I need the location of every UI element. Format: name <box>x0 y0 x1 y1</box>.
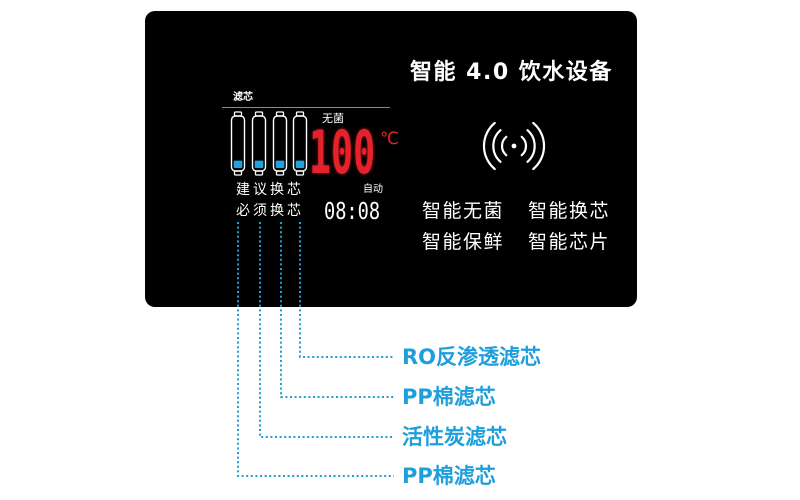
temperature-unit: ℃ <box>380 129 400 149</box>
clock-display: 08:08 <box>324 199 381 225</box>
filter-notice-replace-advised: 建议换芯 <box>236 182 304 198</box>
nfc-arc-left-inner <box>500 135 508 157</box>
filter-notice-replace-required: 必须换芯 <box>236 203 304 219</box>
temperature-value: 100 <box>309 118 376 188</box>
filter-cartridge-icon <box>292 111 308 176</box>
filter-cap-bottom <box>254 170 264 176</box>
filter-cartridge-icon <box>251 111 267 176</box>
callout-label-ro-filter: RO反渗透滤芯 <box>402 345 542 369</box>
mode-indicator: 自动 <box>363 184 383 195</box>
nfc-arc-left-middle <box>492 129 502 163</box>
filter-level-fill <box>275 160 285 168</box>
filter-cartridge-icon <box>272 111 288 176</box>
callout-label-carbon-filter: 活性炭滤芯 <box>402 425 507 449</box>
filter-level-fill <box>233 160 243 168</box>
nfc-arc-right-inner <box>520 135 528 157</box>
filter-level-fill <box>295 160 305 168</box>
filter-level-fill <box>254 160 264 168</box>
nfc-arc-right-middle <box>526 129 536 163</box>
nfc-arc-left-outer <box>482 121 496 171</box>
callout-label-pp-filter: PP棉滤芯 <box>402 385 496 409</box>
filter-cap-bottom <box>233 170 243 176</box>
filter-section-divider <box>222 107 390 108</box>
filter-cap-bottom <box>295 170 305 176</box>
feature-smart-sterile: 智能无菌 <box>422 200 505 222</box>
feature-smart-chip: 智能芯片 <box>528 231 611 253</box>
feature-smart-fresh: 智能保鲜 <box>422 231 505 253</box>
nfc-icon <box>482 121 546 171</box>
callout-label-pp-filter: PP棉滤芯 <box>402 464 496 488</box>
feature-smart-filter-change: 智能换芯 <box>528 200 611 222</box>
filter-cap-bottom <box>275 170 285 176</box>
panel-title: 智能 4.0 饮水设备 <box>410 60 613 85</box>
filter-cartridge-icon <box>230 111 246 176</box>
display-panel: 智能 4.0 饮水设备 滤芯 无菌 100 ℃ 自动 08:08 建议换芯 必须… <box>145 11 637 307</box>
nfc-center-dot <box>511 143 517 149</box>
sterile-indicator: 无菌 <box>322 112 344 125</box>
filter-cartridges <box>230 111 308 176</box>
filter-section-label: 滤芯 <box>233 92 253 103</box>
